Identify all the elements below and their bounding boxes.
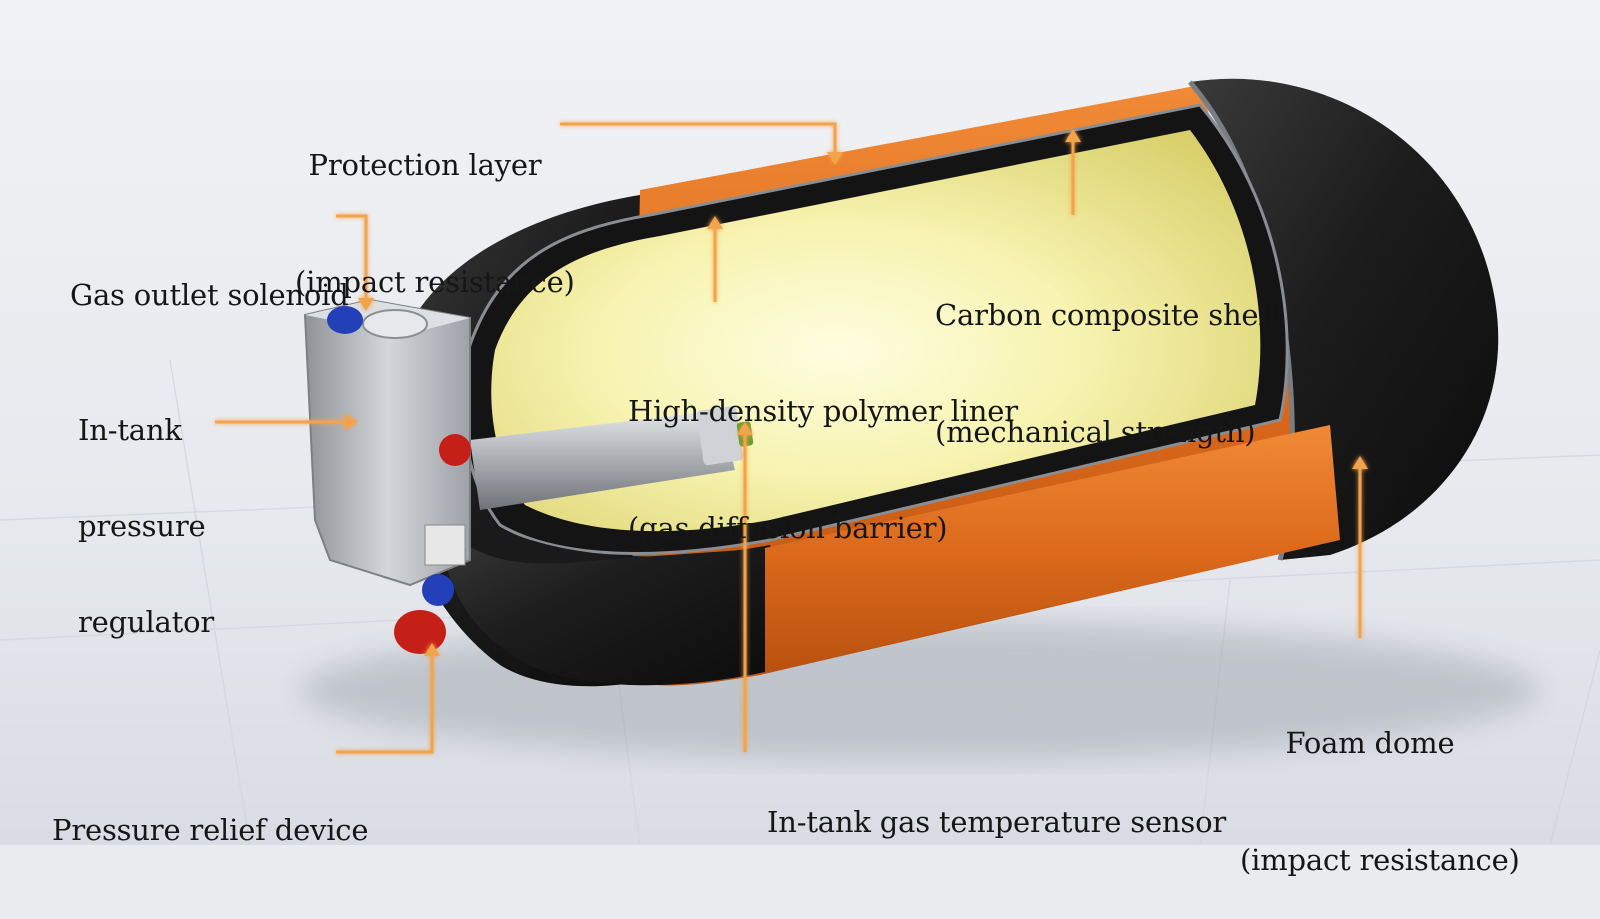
polymer-liner-line2: (gas diffusion barrier): [628, 511, 948, 545]
label-polymer-liner: High-density polymer liner (gas diffusio…: [628, 314, 1018, 587]
foam-dome-line2: (impact resistance): [1240, 843, 1520, 877]
pressure-relief-red-cap: [394, 610, 446, 654]
pressure-regulator-line2: pressure: [78, 509, 206, 543]
regulator-tube: [470, 410, 735, 510]
arrowhead-foam-dome: [1352, 456, 1368, 469]
blue-fitting-bottom: [422, 574, 454, 606]
right-dome: [1190, 78, 1499, 561]
arrowhead-pressure-regulator: [345, 414, 358, 430]
gas-outlet-solenoid-line1: Gas outlet solenoid: [70, 278, 349, 312]
arrowhead-pressure-relief: [424, 643, 440, 656]
arrow-heads: [345, 129, 1368, 656]
callout-arrows: [215, 122, 1362, 754]
pressure-regulator-line1: In-tank: [78, 413, 182, 447]
arrow-protection-layer: [560, 122, 837, 158]
label-pressure-regulator: In-tank pressure regulator: [78, 350, 214, 670]
pressure-relief-line1: Pressure relief device: [52, 813, 369, 847]
label-carbon-shell: Carbon composite shell (mechanical stren…: [935, 218, 1277, 491]
temperature-sensor-line1: In-tank gas temperature sensor: [767, 805, 1226, 839]
label-protection-layer: Protection layer (impact resistance): [295, 68, 575, 341]
carbon-shell-line2: (mechanical strength): [935, 415, 1256, 449]
arrow-pressure-relief: [336, 650, 434, 754]
sensor-tip: [696, 405, 744, 465]
red-fitting-middle: [439, 434, 471, 466]
protection-layer-line2: (impact resistance): [295, 265, 575, 299]
solenoid-cap: [362, 309, 428, 339]
valve-label-plate: [424, 524, 466, 566]
label-pressure-relief: Pressure relief device: [52, 733, 369, 889]
front-orange-strip: [765, 425, 1340, 672]
arrowhead-protection-layer: [827, 152, 843, 165]
polymer-liner-line1: High-density polymer liner: [628, 394, 1018, 428]
label-gas-outlet-solenoid: Gas outlet solenoid: [70, 198, 349, 354]
protection-layer-line1: Protection layer: [308, 148, 542, 182]
arrowhead-gas-outlet-solenoid: [358, 298, 374, 311]
arrowhead-carbon-shell: [1065, 129, 1081, 142]
arrowhead-polymer-liner: [707, 216, 723, 229]
arrow-gas-outlet-solenoid: [336, 214, 368, 305]
pressure-regulator-line3: regulator: [78, 605, 215, 639]
blue-fitting-top: [327, 306, 363, 334]
foam-dome-line1: Foam dome: [1285, 726, 1455, 760]
arrowhead-temperature-sensor: [737, 422, 753, 435]
label-temperature-sensor: In-tank gas temperature sensor: [767, 725, 1226, 881]
label-foam-dome: Foam dome (impact resistance): [1240, 646, 1520, 919]
front-lower-dome: [440, 520, 770, 686]
carbon-shell-line1: Carbon composite shell: [935, 298, 1277, 332]
tank-cutaway-illustration: [0, 0, 1600, 845]
